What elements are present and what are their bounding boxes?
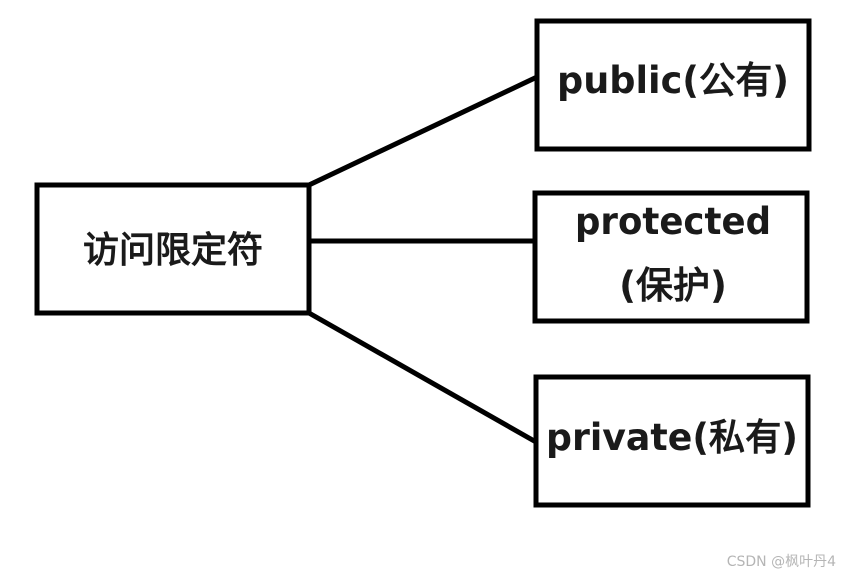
node-public-label: public(公有) <box>557 59 789 102</box>
node-private-box <box>533 374 811 508</box>
node-public: public(公有) <box>534 18 812 152</box>
connector-private <box>307 310 538 445</box>
node-private-label: private(私有) <box>546 416 798 459</box>
node-protected: protected (保护) <box>532 190 810 324</box>
node-private: private(私有) <box>533 374 811 508</box>
node-public-box <box>534 18 812 152</box>
root-node: 访问限定符 <box>34 182 312 316</box>
node-protected-label-line2: (保护) <box>619 264 727 307</box>
root-node-label: 访问限定符 <box>83 230 263 271</box>
connector-public <box>307 74 539 188</box>
watermark: CSDN @枫叶丹4 <box>726 554 836 570</box>
root-node-box <box>34 182 312 316</box>
node-protected-label-line1: protected <box>575 200 771 243</box>
node-protected-box <box>532 190 810 324</box>
